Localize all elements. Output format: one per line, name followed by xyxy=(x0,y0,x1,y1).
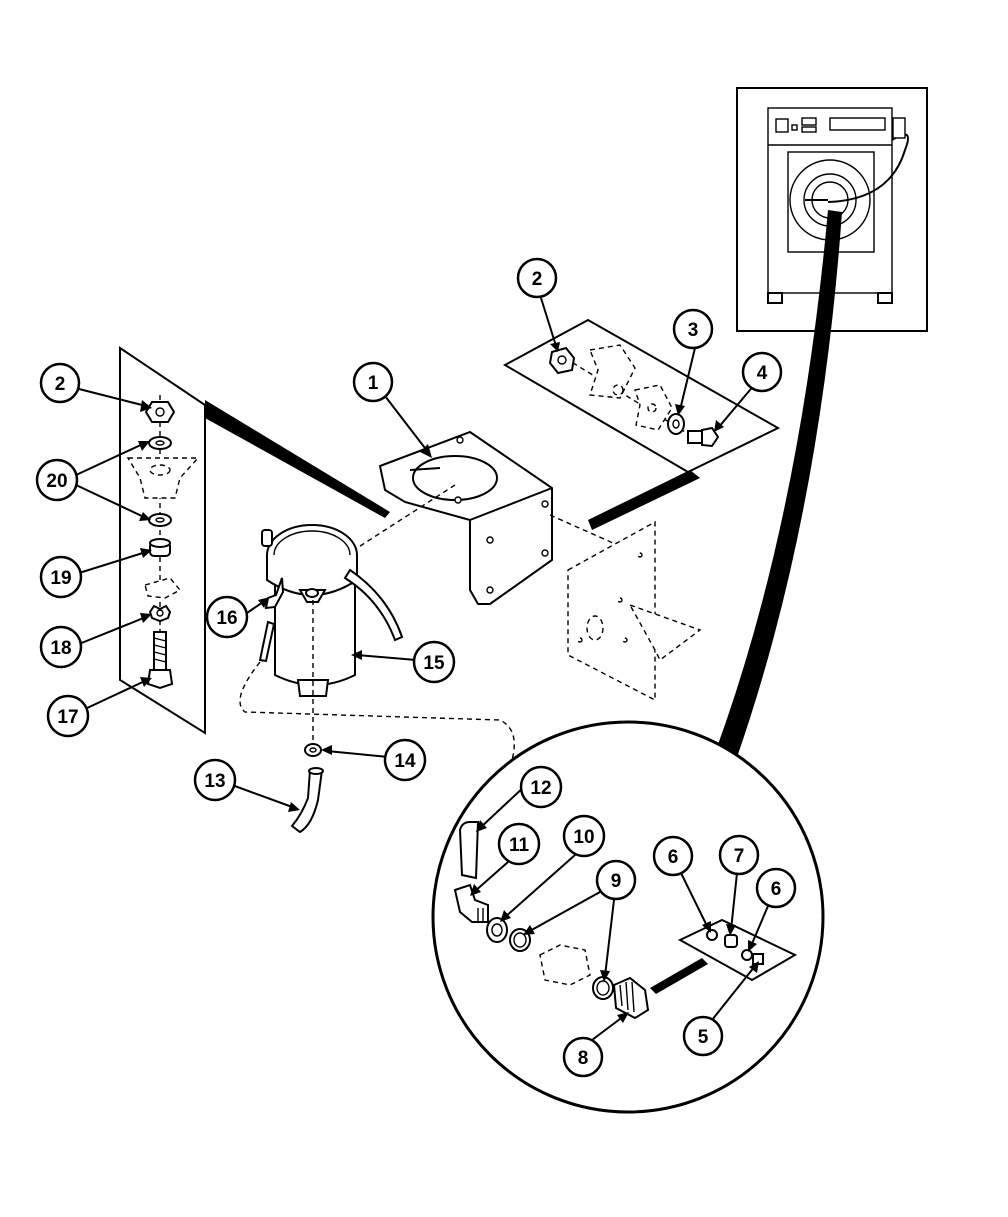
callout-14: 14 xyxy=(385,740,425,780)
svg-text:1: 1 xyxy=(368,373,379,394)
callout-15: 15 xyxy=(414,642,454,682)
detail-circle xyxy=(433,722,823,1112)
svg-text:20: 20 xyxy=(46,471,67,492)
svg-text:12: 12 xyxy=(530,778,551,799)
callout-10: 10 xyxy=(564,816,604,856)
svg-text:2: 2 xyxy=(55,374,66,395)
callout-8: 8 xyxy=(564,1038,602,1076)
svg-text:5: 5 xyxy=(698,1027,709,1048)
callout-1: 1 xyxy=(354,363,392,401)
svg-text:17: 17 xyxy=(57,707,78,728)
svg-text:2: 2 xyxy=(532,269,543,290)
callout-2-right: 2 xyxy=(518,259,556,297)
svg-text:18: 18 xyxy=(50,638,71,659)
svg-text:14: 14 xyxy=(394,751,416,772)
svg-text:10: 10 xyxy=(573,827,594,848)
callout-17: 17 xyxy=(48,696,88,736)
svg-text:19: 19 xyxy=(50,568,71,589)
callout-6-right: 6 xyxy=(757,869,795,907)
callout-11: 11 xyxy=(499,824,539,864)
callout-6-left: 6 xyxy=(654,837,692,875)
svg-text:16: 16 xyxy=(216,608,237,629)
callout-9: 9 xyxy=(597,861,635,899)
svg-text:7: 7 xyxy=(734,846,745,867)
machine-panel-outline xyxy=(568,522,700,700)
svg-text:6: 6 xyxy=(668,847,679,868)
callout-3: 3 xyxy=(674,310,712,348)
callout-20: 20 xyxy=(37,460,77,500)
star-washer-part xyxy=(150,606,170,621)
callout-5: 5 xyxy=(684,1017,722,1055)
callout-12: 12 xyxy=(521,767,561,807)
svg-text:15: 15 xyxy=(423,653,445,674)
callout-16: 16 xyxy=(207,597,247,637)
callout-18: 18 xyxy=(41,627,81,667)
svg-text:9: 9 xyxy=(611,871,622,892)
callout-4: 4 xyxy=(743,353,781,391)
callout-7: 7 xyxy=(720,836,758,874)
svg-text:3: 3 xyxy=(688,320,699,341)
svg-text:4: 4 xyxy=(757,363,768,384)
callout-19: 19 xyxy=(41,557,81,597)
svg-text:8: 8 xyxy=(578,1048,589,1069)
callout-2-left: 2 xyxy=(41,364,79,402)
svg-text:13: 13 xyxy=(204,771,225,792)
svg-text:11: 11 xyxy=(509,835,530,856)
nut-part xyxy=(146,402,174,422)
svg-text:6: 6 xyxy=(771,879,782,900)
callout-13: 13 xyxy=(195,760,235,800)
